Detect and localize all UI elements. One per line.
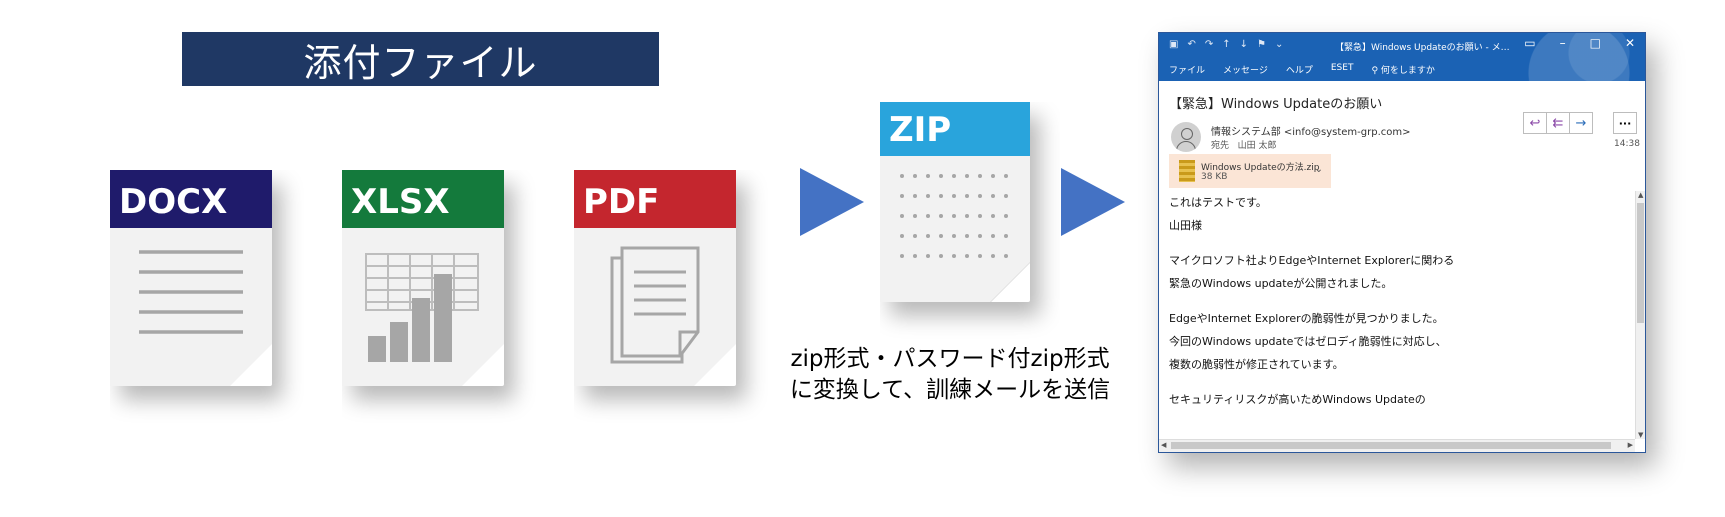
zip-dots-icon	[900, 174, 1008, 258]
caption-line-2: に変換して、訓練メールを送信	[789, 377, 1111, 403]
body-line: 複数の脆弱性が修正されています。	[1169, 358, 1344, 371]
recipient-line: 宛先 山田 太郎	[1211, 138, 1276, 151]
tab-eset[interactable]: ESET	[1330, 63, 1354, 73]
scroll-left-icon[interactable]: ◀	[1161, 441, 1167, 449]
forward-icon: →	[1575, 115, 1587, 131]
window-title: 【緊急】Windows Updateのお願い - メ…	[1335, 43, 1510, 53]
body-spacer	[1169, 376, 1593, 388]
reply-actions: ↩ ⇇ →	[1523, 112, 1593, 134]
body-spacer	[1169, 237, 1593, 249]
body-line: セキュリティリスクが高いためWindows Updateの	[1169, 393, 1426, 406]
sender-address[interactable]: 情報システム部 <info@system-grp.com>	[1211, 127, 1411, 138]
body-line: 緊急のWindows updateが公開されました。	[1169, 277, 1393, 290]
redo-icon[interactable]: ↷	[1204, 39, 1214, 50]
document-pages-icon	[610, 246, 700, 364]
window-titlebar: ▣ ↶ ↷ ↑ ↓ ⚑ ⌄ 【緊急】Windows Updateのお願い - メ…	[1159, 33, 1645, 81]
attachment-size: 38 KB	[1201, 172, 1228, 182]
tell-me-search[interactable]: ⚲ 何をしますか	[1371, 63, 1434, 76]
xlsx-label: XLSX	[342, 170, 504, 228]
dropdown-icon[interactable]: ⌄	[1274, 39, 1284, 50]
body-line: 山田様	[1169, 219, 1202, 232]
scroll-up-icon[interactable]: ▲	[1638, 191, 1644, 199]
save-icon[interactable]: ▣	[1169, 39, 1179, 50]
caption-line-1: zip形式・パスワード付zip形式	[790, 346, 1110, 372]
ribbon-display-icon[interactable]: ▭	[1524, 36, 1536, 50]
horizontal-scrollbar[interactable]: ◀ ▶	[1159, 439, 1635, 452]
more-actions-button[interactable]: ···	[1613, 112, 1637, 134]
body-line: マイクロソフト社よりEdgeやInternet Explorerに関わる	[1169, 254, 1455, 267]
body-spacer	[1169, 295, 1593, 307]
tab-help[interactable]: ヘルプ	[1285, 66, 1313, 76]
conversion-caption: zip形式・パスワード付zip形式 に変換して、訓練メールを送信	[780, 344, 1120, 406]
tell-me-label: 何をしますか	[1380, 66, 1435, 76]
zip-file-icon: ZIP	[880, 102, 1030, 302]
banner-title: 添付ファイル	[303, 40, 538, 85]
email-body: これはテストです。 山田様 マイクロソフト社よりEdgeやInternet Ex…	[1169, 191, 1593, 411]
close-icon[interactable]: ✕	[1624, 36, 1635, 50]
scroll-down-icon[interactable]: ▼	[1638, 431, 1644, 439]
body-line: EdgeやInternet Explorerの脆弱性が見つかりました。	[1169, 312, 1444, 325]
pdf-label: PDF	[574, 170, 736, 228]
docx-label: DOCX	[110, 170, 272, 228]
ribbon-tabs: ファイル メッセージ ヘルプ ESET ⚲ 何をしますか	[1169, 63, 1435, 76]
to-label: 宛先	[1211, 141, 1230, 151]
forward-button[interactable]: →	[1569, 112, 1593, 134]
received-time: 14:38	[1614, 139, 1640, 149]
reply-all-button[interactable]: ⇇	[1546, 112, 1570, 134]
down-arrow-icon[interactable]: ↓	[1239, 39, 1249, 50]
email-window: ▣ ↶ ↷ ↑ ↓ ⚑ ⌄ 【緊急】Windows Updateのお願い - メ…	[1158, 32, 1646, 453]
title-banner: 添付ファイル	[182, 32, 659, 86]
zip-label: ZIP	[880, 102, 1030, 156]
xlsx-file-icon: XLSX	[342, 170, 504, 386]
to-name[interactable]: 山田 太郎	[1237, 141, 1277, 151]
body-line: 今回のWindows updateではゼロディ脆弱性に対応し、	[1169, 335, 1447, 348]
tab-file[interactable]: ファイル	[1169, 66, 1206, 76]
email-subject: 【緊急】Windows Updateのお願い	[1169, 97, 1383, 112]
attachment-card[interactable]: Windows Updateの方法.zip 38 KB ⌄	[1169, 154, 1331, 188]
maximize-icon[interactable]: □	[1589, 36, 1601, 50]
spreadsheet-chart-icon	[365, 253, 479, 362]
quick-access-toolbar: ▣ ↶ ↷ ↑ ↓ ⚑ ⌄	[1169, 39, 1283, 50]
scroll-thumb[interactable]	[1637, 203, 1644, 323]
scroll-right-icon[interactable]: ▶	[1627, 441, 1633, 449]
reply-button[interactable]: ↩	[1523, 112, 1547, 134]
undo-icon[interactable]: ↶	[1187, 39, 1196, 50]
docx-file-icon: DOCX	[110, 170, 272, 386]
zip-archive-icon	[1179, 160, 1195, 182]
up-arrow-icon[interactable]: ↑	[1222, 39, 1231, 50]
pdf-file-icon: PDF	[574, 170, 736, 386]
window-controls: ▭ – □ ✕	[1524, 36, 1635, 50]
tab-message[interactable]: メッセージ	[1223, 66, 1268, 76]
lightbulb-icon: ⚲	[1371, 66, 1381, 76]
text-lines-icon	[139, 250, 243, 334]
attachment-name: Windows Updateの方法.zip	[1201, 163, 1320, 173]
vertical-scrollbar[interactable]: ▲ ▼	[1635, 191, 1645, 439]
minimize-icon[interactable]: –	[1559, 36, 1566, 50]
chevron-down-icon[interactable]: ⌄	[1314, 164, 1323, 175]
scroll-thumb[interactable]	[1171, 442, 1611, 449]
avatar	[1171, 122, 1201, 152]
right-arrow-icon	[800, 168, 864, 236]
right-arrow-icon	[1061, 168, 1125, 236]
ellipsis-icon: ···	[1618, 116, 1632, 130]
reply-icon: ↩	[1529, 115, 1541, 131]
body-line: これはテストです。	[1169, 196, 1267, 209]
tag-icon[interactable]: ⚑	[1257, 39, 1266, 50]
reply-all-icon: ⇇	[1552, 115, 1564, 131]
